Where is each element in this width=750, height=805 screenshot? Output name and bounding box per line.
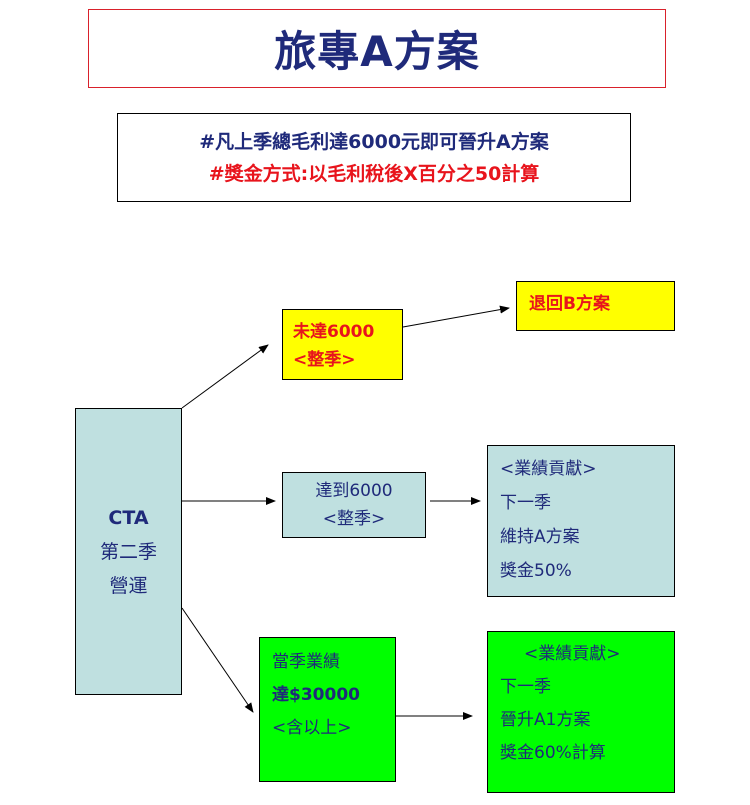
arrow-cta-to-high-perf	[181, 607, 254, 713]
reached-box: 達到6000 <整季>	[282, 472, 426, 538]
reached-line2: <整季>	[322, 509, 386, 529]
cta-label: CTA	[108, 506, 149, 529]
high-perf-line3: <含以上>	[272, 718, 352, 738]
high-result-box: <業績貢獻> 下一季 晉升A1方案 獎金60%計算	[487, 631, 675, 793]
arrow-not-reached-to-fallback	[402, 305, 510, 328]
reached-result-line1: <業績貢獻>	[500, 459, 597, 479]
cta-box: CTA 第二季 營運	[75, 408, 182, 695]
reached-result-box: <業績貢獻> 下一季 維持A方案 獎金50%	[487, 445, 675, 597]
not-reached-box: 未達6000 <整季>	[282, 309, 403, 380]
not-reached-line2: <整季>	[293, 350, 356, 370]
high-perf-box: 當季業績 達$30000 <含以上>	[259, 637, 396, 782]
fallback-box: 退回B方案	[516, 281, 675, 331]
rule-line-promotion: #凡上季總毛利達6000元即可晉升A方案	[199, 130, 549, 153]
high-result-line1: <業績貢獻>	[524, 644, 621, 664]
cta-quarter: 第二季	[99, 540, 157, 563]
reached-result-line2: 下一季	[500, 493, 551, 513]
cta-operation: 營運	[109, 574, 148, 597]
fallback-line1: 退回B方案	[529, 294, 610, 314]
rules-box: #凡上季總毛利達6000元即可晉升A方案 #獎金方式:以毛利稅後X百分之50計算	[117, 113, 631, 202]
rule-line-bonus: #獎金方式:以毛利稅後X百分之50計算	[208, 162, 540, 185]
high-result-line3: 晉升A1方案	[500, 710, 591, 730]
high-result-line4: 獎金60%計算	[500, 743, 606, 763]
high-result-line2: 下一季	[500, 677, 551, 697]
reached-result-line3: 維持A方案	[500, 527, 580, 547]
page-title: 旅專A方案	[274, 27, 480, 76]
high-perf-line2: 達$30000	[272, 685, 360, 705]
title-box: 旅專A方案	[88, 9, 666, 88]
reached-result-line4: 獎金50%	[500, 561, 572, 581]
high-perf-line1: 當季業績	[272, 652, 340, 672]
arrow-cta-to-not-reached	[181, 344, 269, 409]
not-reached-line1: 未達6000	[293, 322, 375, 342]
reached-line1: 達到6000	[315, 481, 393, 501]
